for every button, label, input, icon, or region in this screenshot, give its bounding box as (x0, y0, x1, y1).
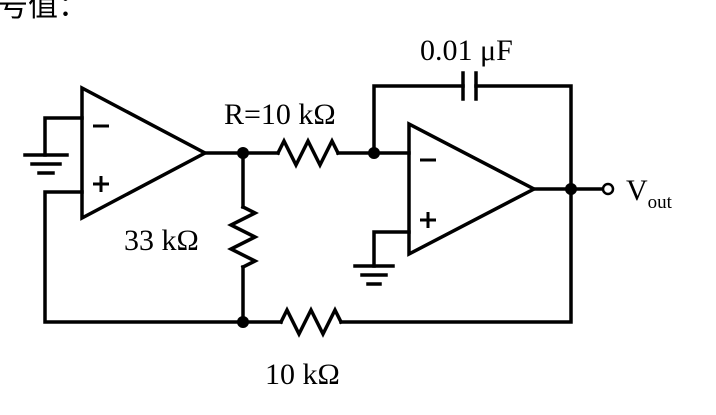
input-resistor (275, 137, 341, 169)
positive-feedback-wire (43, 190, 245, 324)
shunt-resistor (227, 204, 259, 270)
opamp-1-minus-wire (43, 116, 84, 157)
capacitor-label: 0.01 μF (420, 34, 513, 67)
feedback-resistor (278, 306, 344, 338)
junction-node-c (237, 316, 249, 328)
junction-output-node (565, 183, 577, 195)
opamp-2-body (407, 121, 538, 257)
cap-right-wire (474, 84, 573, 191)
output-label-main: V (626, 174, 648, 207)
opamp-2-plus-wire (372, 230, 411, 268)
junction-node-b (368, 147, 380, 159)
output-feedback-wire (339, 187, 573, 324)
output-label: Vout (626, 174, 673, 213)
junction-node-a (237, 147, 249, 159)
opamp-1-ground (23, 116, 84, 175)
output-label-sub: out (648, 192, 673, 213)
opamp-1-body (80, 85, 209, 221)
input-resistor-label: R=10 kΩ (224, 98, 336, 131)
clipped-heading: 号值： (0, 0, 88, 23)
feedback-resistor-label: 10 kΩ (265, 358, 340, 391)
output-terminal (601, 182, 615, 196)
opamp-1 (80, 85, 209, 221)
opamp-2 (407, 121, 538, 257)
opamp-2-ground (353, 230, 411, 286)
cap-left-wire (372, 84, 465, 155)
shunt-resistor-label: 33 kΩ (124, 224, 199, 257)
